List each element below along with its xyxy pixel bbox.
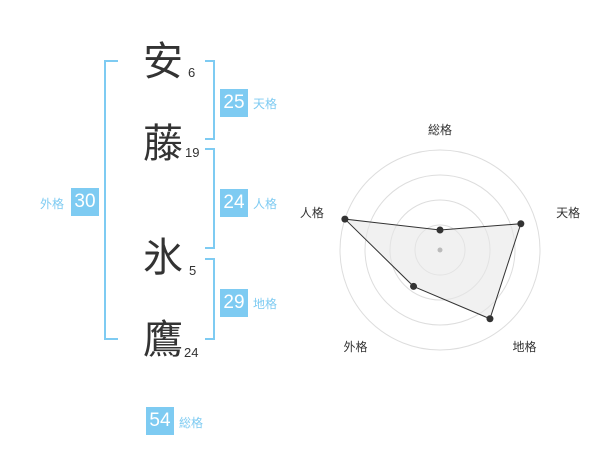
radar-point	[486, 315, 494, 323]
radar-axis-label: 人格	[300, 205, 324, 220]
radar-point	[436, 226, 444, 234]
chikaku-label: 地格	[253, 297, 278, 311]
gaikaku-label: 外格	[40, 197, 65, 211]
radar-point	[517, 220, 525, 228]
jinkaku-bracket	[205, 148, 215, 249]
soukaku-label: 総格	[179, 416, 204, 430]
stroke-count-3: 5	[189, 263, 197, 278]
jinkaku-label: 人格	[253, 197, 278, 211]
stroke-count-1: 6	[188, 65, 196, 80]
radar-axis-label: 地格	[513, 339, 537, 354]
radar-axis-label: 天格	[556, 205, 580, 220]
name-char-1: 安	[143, 39, 183, 85]
gaikaku-badge: 30	[71, 188, 99, 216]
tenkaku-label: 天格	[253, 97, 278, 111]
radar-area	[343, 218, 522, 320]
radar-point	[341, 215, 349, 223]
stroke-count-2: 19	[185, 145, 200, 160]
radar-ring	[339, 149, 541, 351]
chikaku-badge: 29	[220, 289, 248, 317]
stroke-count-4: 24	[184, 345, 199, 360]
soukaku-badge: 54	[146, 407, 174, 435]
radar-axis-label: 外格	[343, 339, 367, 354]
radar-ring	[364, 174, 516, 326]
tenkaku-badge: 25	[220, 89, 248, 117]
name-char-2: 藤	[143, 121, 183, 167]
radar-point	[410, 282, 418, 290]
name-char-3: 氷	[143, 235, 183, 281]
tenkaku-bracket	[205, 60, 215, 140]
name-char-4: 鷹	[143, 317, 183, 363]
radar-axis-label: 総格	[428, 122, 452, 137]
outer-bracket	[104, 60, 118, 340]
chikaku-bracket	[205, 258, 215, 340]
jinkaku-badge: 24	[220, 189, 248, 217]
radar-center	[437, 247, 443, 253]
